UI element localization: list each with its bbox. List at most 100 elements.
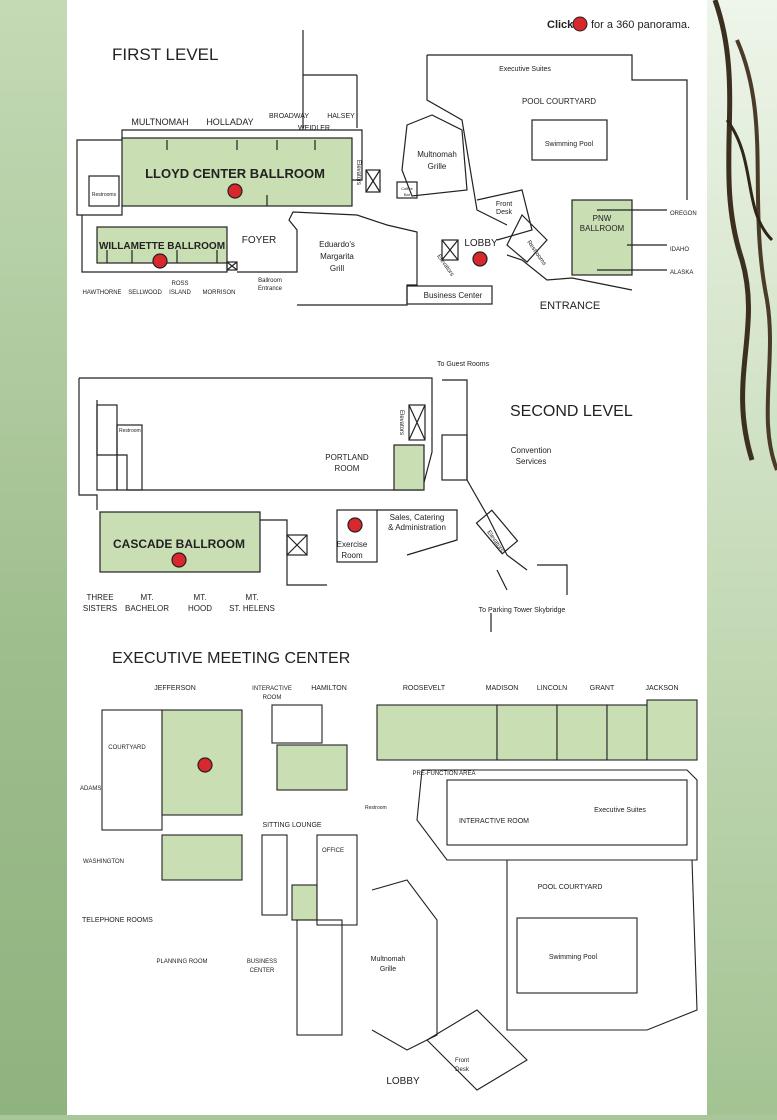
swimming-pool-label-2: Swimming Pool	[549, 954, 598, 961]
pre-function-area-label: PRE-FUNCTION AREA	[412, 771, 475, 777]
interactive-room-line2: ROOM	[263, 695, 282, 701]
room-alaska: ALASKA	[670, 270, 693, 276]
room-washington: WASHINGTON	[83, 859, 124, 865]
coffee-label: Coffee	[401, 186, 413, 191]
room-mt-bachelor-line1: MT.	[141, 593, 154, 602]
ballroom-entrance-line1: Ballroom	[258, 278, 282, 284]
multnomah-grille-line1-2: Multnomah	[371, 956, 406, 963]
second-level-title: SECOND LEVEL	[510, 403, 633, 420]
pool-courtyard-label: POOL COURTYARD	[522, 97, 596, 106]
exercise-room-line1: Exercise	[337, 540, 368, 549]
portland-room-line1: PORTLAND	[325, 453, 369, 462]
floor-plan-map: Click for a 360 panorama.	[76, 16, 698, 1091]
room-ross-line2: ISLAND	[169, 290, 191, 296]
front-desk-line2-2: Desk	[455, 1067, 470, 1073]
room-broadway: BROADWAY	[269, 113, 309, 120]
room-weidler: WEIDLER	[298, 125, 330, 132]
convention-services-line2: Services	[516, 457, 547, 466]
courtyard-label: COURTYARD	[108, 745, 146, 751]
restroom-label: Restroom	[119, 428, 141, 434]
front-desk-line1: Front	[496, 201, 512, 208]
multnomah-grille-line2: Grille	[428, 162, 447, 171]
lloyd-center-ballroom-label: LLOYD CENTER BALLROOM	[145, 166, 325, 181]
hint-hotspot-icon	[572, 16, 588, 32]
exercise-room-panorama-hotspot[interactable]	[347, 517, 363, 533]
elevators-label: Elevators	[355, 160, 361, 185]
room-adams: ADAMS	[80, 786, 101, 792]
restrooms-label: Restrooms	[92, 192, 117, 198]
room-idaho: IDAHO	[670, 247, 689, 253]
coffee-bar-label: Bar	[404, 192, 411, 197]
room-mt-st-helens-line1: MT.	[246, 593, 259, 602]
first-level-hotspots	[152, 183, 488, 269]
room-hamilton: HAMILTON	[311, 685, 347, 692]
business-center-label: Business Center	[424, 291, 483, 300]
multnomah-grille-line2-2: Grille	[380, 966, 396, 973]
office-label: OFFICE	[322, 848, 344, 854]
room-jefferson: JEFFERSON	[154, 685, 196, 692]
left-background-panel	[0, 0, 67, 1115]
executive-suites-label: Executive Suites	[499, 66, 551, 73]
willamette-ballroom-panorama-hotspot[interactable]	[152, 253, 168, 269]
second-level-plan	[78, 377, 568, 632]
to-parking-skybridge-label: To Parking Tower Skybridge	[479, 607, 566, 614]
room-ross-line1: ROSS	[171, 281, 188, 287]
room-holladay: HOLLADAY	[206, 117, 253, 127]
sitting-lounge-label: SITTING LOUNGE	[262, 822, 321, 829]
sales-catering-line2: & Administration	[388, 523, 446, 532]
cascade-ballroom-panorama-hotspot[interactable]	[171, 552, 187, 568]
room-jackson: JACKSON	[645, 685, 678, 692]
executive-center-labels: EXECUTIVE MEETING CENTER JEFFERSON INTER…	[80, 650, 679, 1087]
panorama-hint: Click for a 360 panorama.	[547, 16, 690, 32]
room-mt-bachelor-line2: BACHELOR	[125, 604, 169, 613]
front-desk-line1-2: Front	[455, 1058, 469, 1064]
restroom-label-2: Restroom	[365, 805, 387, 811]
room-madison: MADISON	[486, 685, 519, 692]
to-guest-rooms-label: To Guest Rooms	[437, 361, 490, 368]
floor-plan-panel: Click for a 360 panorama.	[67, 0, 707, 1115]
lloyd-ballroom-panorama-hotspot[interactable]	[227, 183, 243, 199]
room-mt-hood-line2: HOOD	[188, 604, 212, 613]
first-level-title: FIRST LEVEL	[112, 45, 218, 64]
eduardos-line3: Grill	[330, 264, 344, 273]
jefferson-panorama-hotspot[interactable]	[197, 757, 213, 773]
room-three-sisters-line1: THREE	[86, 593, 113, 602]
executive-center-title: EXECUTIVE MEETING CENTER	[112, 650, 350, 667]
business-center-line1: BUSINESS	[247, 959, 277, 965]
room-grant: GRANT	[590, 685, 615, 692]
eduardos-line2: Margarita	[320, 252, 354, 261]
lobby-label-2: LOBBY	[386, 1076, 420, 1087]
swimming-pool-label: Swimming Pool	[545, 141, 594, 148]
room-sellwood: SELLWOOD	[128, 290, 162, 296]
vine-decoration	[712, 0, 777, 471]
lobby-elevators-label: Elevators	[435, 254, 454, 278]
eduardos-line1: Eduardo's	[319, 240, 355, 249]
business-center-line2: CENTER	[250, 968, 275, 974]
lobby-panorama-hotspot[interactable]	[472, 251, 488, 267]
planning-room-label: PLANNING ROOM	[156, 959, 207, 965]
interactive-room-line1: INTERACTIVE	[252, 686, 292, 692]
ballroom-entrance-line2: Entrance	[258, 286, 283, 292]
exercise-room-line2: Room	[341, 551, 363, 560]
willamette-ballroom-label: WILLAMETTE BALLROOM	[99, 241, 225, 252]
room-mt-hood-line1: MT.	[194, 593, 207, 602]
room-hawthorne: HAWTHORNE	[82, 290, 121, 296]
pnw-ballroom-line2: BALLROOM	[580, 224, 625, 233]
room-lincoln: LINCOLN	[537, 685, 567, 692]
front-desk-line2: Desk	[496, 209, 512, 216]
second-level-labels: To Guest Rooms SECOND LEVEL Restroom Ele…	[83, 361, 633, 614]
executive-center-hotspots	[197, 757, 213, 773]
pool-courtyard-label-2: POOL COURTYARD	[538, 884, 603, 891]
hint-prefix: Click	[547, 19, 574, 31]
cascade-ballroom-label: CASCADE BALLROOM	[113, 537, 245, 551]
portland-room-line2: ROOM	[335, 464, 360, 473]
pnw-ballroom-line1: PNW	[593, 214, 612, 223]
interactive-room-label: INTERACTIVE ROOM	[459, 818, 529, 825]
room-mt-st-helens-line2: ST. HELENS	[229, 604, 275, 613]
left-decor	[0, 0, 67, 1115]
room-roosevelt: ROOSEVELT	[403, 685, 446, 692]
multnomah-grille-line1: Multnomah	[417, 150, 457, 159]
room-halsey: HALSEY	[327, 113, 355, 120]
room-multnomah: MULTNOMAH	[131, 117, 188, 127]
room-morrison: MORRISON	[203, 290, 236, 296]
